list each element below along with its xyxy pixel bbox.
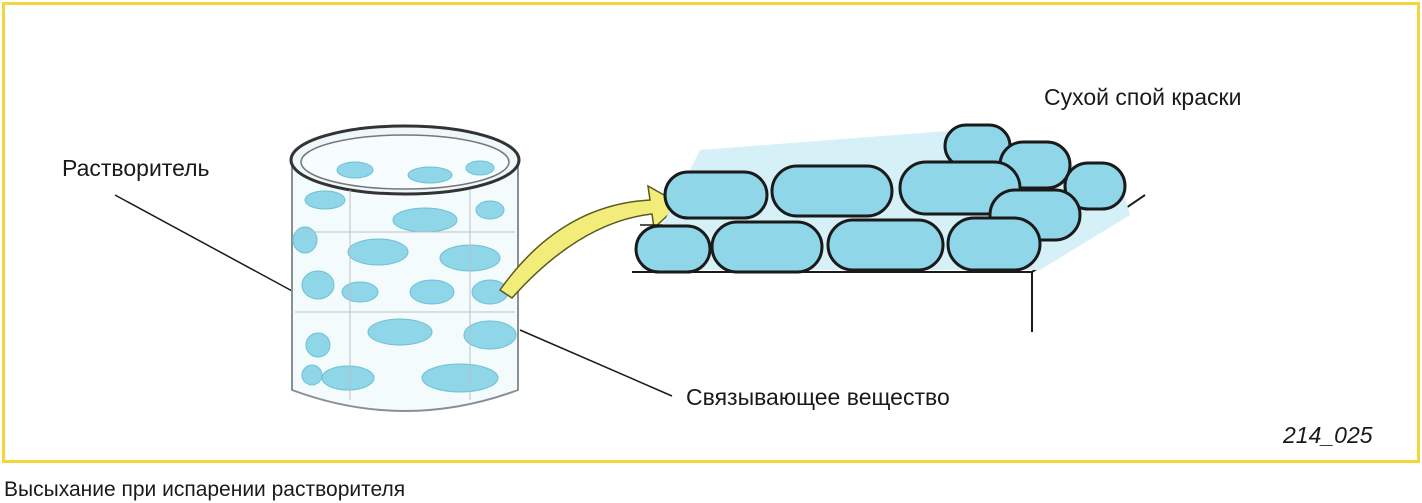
figure-caption: Высыхание при испарении растворителя	[4, 478, 406, 501]
binder-capsules	[634, 123, 1127, 274]
figure-number: 214_025	[1283, 422, 1373, 448]
solvent-container	[289, 124, 521, 412]
solvent-label: Растворитель	[62, 155, 210, 181]
binder-label: Связывающее вещество	[686, 384, 950, 410]
binder-leader-line	[519, 329, 673, 397]
dry-layer-label: Сухой спой краски	[1044, 84, 1242, 110]
solvent-leader-line	[114, 194, 319, 306]
dry-paint-layer	[632, 123, 1146, 332]
binder-particles	[292, 160, 517, 393]
